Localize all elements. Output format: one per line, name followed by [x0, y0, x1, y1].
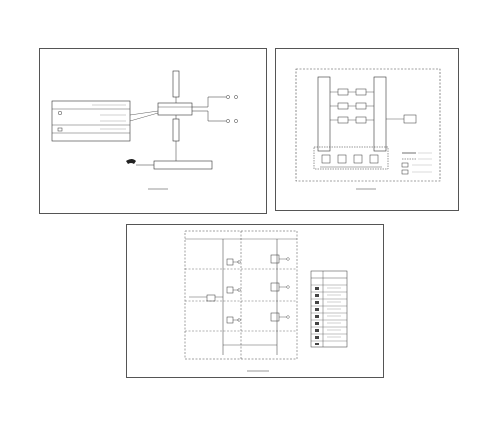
terminal-icon: [226, 95, 230, 99]
device-node: [270, 282, 280, 292]
monitor-icon: [353, 154, 363, 164]
right-bus: [373, 76, 387, 152]
device-node: [270, 312, 280, 322]
handset-icon: [126, 159, 136, 164]
terminal-icon: [234, 95, 238, 99]
module-box: [355, 116, 367, 124]
module-box: [355, 102, 367, 110]
module-box: [337, 102, 349, 110]
module-box: [337, 116, 349, 124]
legend-table: [310, 270, 348, 348]
device-node: [226, 258, 234, 266]
central-device: [157, 102, 193, 116]
upper-riser: [172, 70, 180, 98]
monitor-icon: [337, 154, 347, 164]
module-box: [355, 88, 367, 96]
drawing-sheet-1[interactable]: [39, 48, 267, 214]
module-box: [337, 88, 349, 96]
device-node: [206, 294, 216, 302]
sheet-3-diagram: [184, 230, 348, 372]
monitor-icon: [321, 154, 331, 164]
terminal-icon: [234, 119, 238, 123]
terminal-icon: [226, 119, 230, 123]
device-symbol-icon: [57, 127, 63, 132]
right-device: [403, 114, 417, 124]
device-node: [226, 286, 234, 294]
lower-riser: [172, 118, 180, 142]
drawing-sheet-3[interactable]: [126, 224, 384, 378]
device-node: [226, 316, 234, 324]
device-symbol-icon: [57, 110, 63, 116]
drawing-sheet-2[interactable]: [275, 48, 459, 211]
console-area: [313, 146, 389, 170]
device-node: [270, 254, 280, 264]
left-bus: [317, 76, 331, 152]
sheet-2-diagram: [295, 68, 441, 190]
controller-box: [153, 160, 213, 170]
monitor-icon: [369, 154, 379, 164]
system-boundary: [295, 68, 441, 182]
sheet-1-diagram: [51, 70, 238, 190]
